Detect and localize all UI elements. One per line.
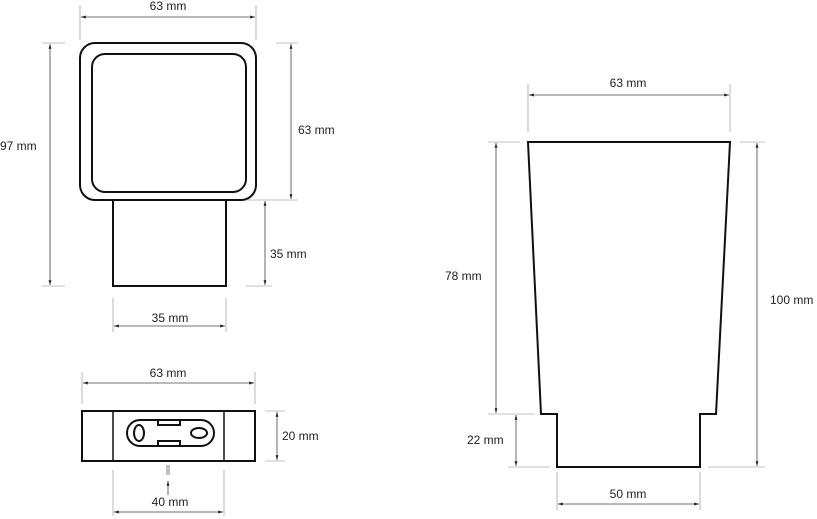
dim-label: 100 mm (770, 293, 813, 307)
cup-view: 63 mm 78 mm 22 mm 100 mm 50 mm (445, 76, 813, 510)
screw-hole (133, 424, 145, 442)
front-view: 63 mm 97 mm 63 mm 35 mm 35 mm (0, 0, 335, 332)
bracket-view: 63 mm 20 mm 40 mm (81, 366, 319, 516)
holder-inner (91, 53, 247, 193)
neck-outline (112, 197, 227, 287)
dim-label: 35 mm (270, 247, 307, 261)
dim-label: 97 mm (0, 139, 37, 153)
screw-hole (190, 427, 208, 439)
dim-label: 78 mm (445, 269, 482, 283)
dim-label: 35 mm (152, 311, 189, 325)
cup-outline (526, 141, 732, 468)
dim-label: 63 mm (150, 0, 187, 13)
dim-label: 63 mm (610, 76, 647, 90)
dim-label: 63 mm (150, 366, 187, 380)
dim-label: 22 mm (467, 433, 504, 447)
dim-label: 40 mm (152, 495, 189, 509)
dim-label: 50 mm (610, 487, 647, 501)
dim-label: 63 mm (298, 123, 335, 137)
dim-label: 20 mm (282, 429, 319, 443)
